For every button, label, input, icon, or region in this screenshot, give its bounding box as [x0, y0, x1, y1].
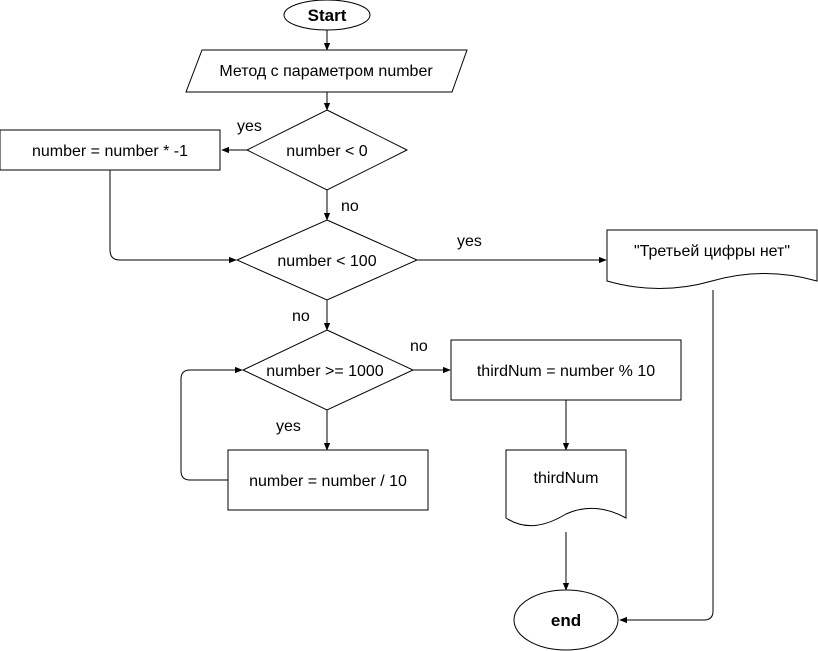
decision-ge-1000-label: number >= 1000: [266, 363, 384, 380]
label-no-less-100: no: [292, 308, 310, 325]
process-divide: [227, 449, 429, 511]
document-no-third-digit: [606, 229, 818, 289]
document-no-third-digit-label: "Третьей цифры нет": [634, 243, 790, 260]
label-yes-negative: yes: [237, 118, 262, 135]
edge-no-third-to-end: [619, 290, 714, 624]
input-label: Метод с параметром number: [219, 63, 433, 80]
process-negate-label: number = number * -1: [32, 143, 188, 160]
document-output-label: thirdNum: [534, 470, 599, 487]
process-negate: [0, 129, 221, 171]
label-no-ge-1000: no: [410, 338, 428, 355]
start-terminator: [283, 0, 371, 31]
decision-negative: [245, 109, 409, 191]
process-third-num-label: thirdNum = number % 10: [477, 363, 655, 380]
decision-less-100-label: number < 100: [277, 253, 376, 270]
end-label: end: [551, 611, 581, 630]
process-third-num: [450, 339, 682, 401]
document-output: [505, 449, 627, 527]
process-divide-label: number = number / 10: [249, 473, 407, 490]
label-yes-less-100: yes: [457, 233, 482, 250]
start-label: Start: [308, 6, 347, 25]
decision-ge-1000: [241, 329, 415, 411]
label-yes-ge-1000: yes: [276, 418, 301, 435]
end-terminator: [513, 589, 619, 651]
edge-divide-loop-back: [180, 366, 243, 481]
input-parallelogram: [185, 49, 468, 93]
edge-negate-to-cond-100: [109, 170, 237, 264]
label-no-negative: no: [341, 198, 359, 215]
decision-negative-label: number < 0: [286, 143, 367, 160]
decision-less-100: [235, 219, 419, 301]
